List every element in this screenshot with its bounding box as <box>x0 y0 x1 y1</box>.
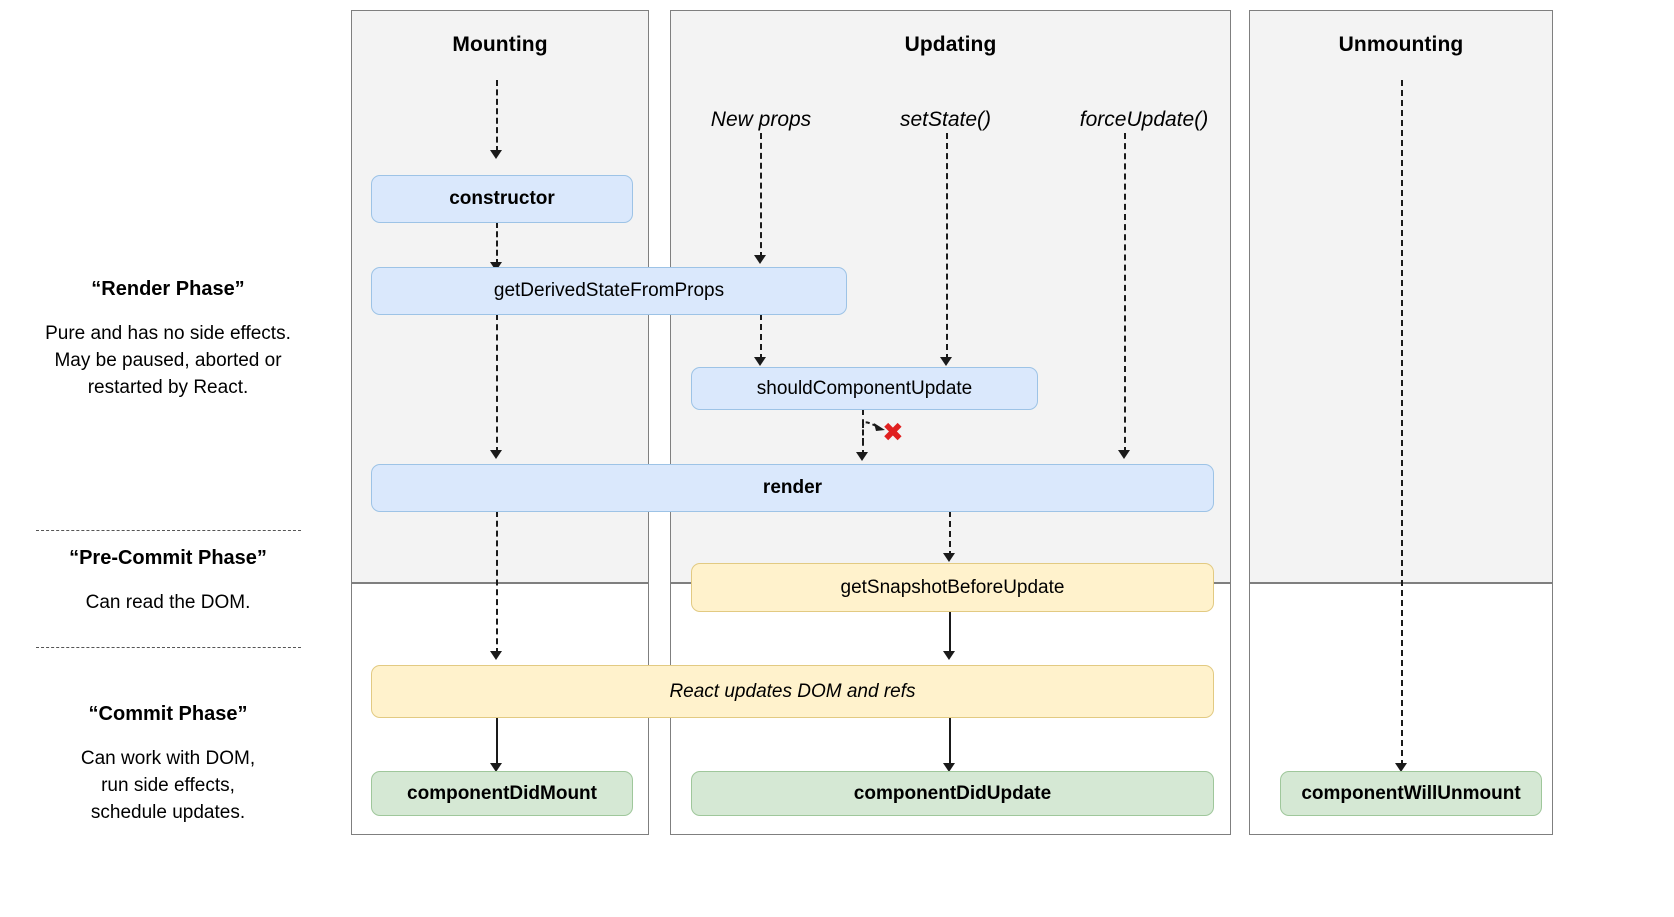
phase-pre-commit-title: “Pre-Commit Phase” <box>69 547 267 569</box>
node-component-will-unmount[interactable]: componentWillUnmount <box>1280 771 1542 816</box>
phase-render-description: Pure and has no side effects. May be pau… <box>45 323 291 398</box>
node-should-component-update[interactable]: shouldComponentUpdate <box>691 367 1038 410</box>
node-component-did-update[interactable]: componentDidUpdate <box>691 771 1214 816</box>
connector-set-state-to-scu <box>946 133 948 360</box>
skip-render-x-icon: ✖ <box>882 418 904 448</box>
trigger-set-state: setState() <box>899 108 992 131</box>
connector-new-props-to-gdsfp <box>760 133 762 258</box>
connector-render-to-dom-mounting <box>496 511 498 654</box>
phase-divider-render-precommit <box>36 530 301 531</box>
arrowhead-to-render-mounting <box>490 450 502 459</box>
arrowhead-to-dom-mounting <box>490 651 502 660</box>
arrowhead-to-did-mount <box>490 763 502 772</box>
trigger-new-props: New props <box>710 108 812 131</box>
node-react-updates-dom-and-refs[interactable]: React updates DOM and refs <box>371 665 1214 718</box>
node-get-snapshot-before-update[interactable]: getSnapshotBeforeUpdate <box>691 563 1214 612</box>
arrowhead-to-will-unmount <box>1395 763 1407 772</box>
connector-mounting-start <box>496 80 498 152</box>
arrowhead-to-did-update <box>943 763 955 772</box>
arrowhead-to-snapshot <box>943 553 955 562</box>
connector-gdsfp-to-scu <box>760 314 762 360</box>
connector-dom-to-did-mount <box>496 717 498 766</box>
connector-constructor-to-gdsfp <box>496 222 498 265</box>
node-constructor[interactable]: constructor <box>371 175 633 223</box>
phase-pre-commit-description: Can read the DOM. <box>85 592 251 613</box>
connector-snapshot-to-dom <box>949 611 951 654</box>
phase-render-title: “Render Phase” <box>91 278 245 300</box>
connector-dom-to-did-update <box>949 717 951 766</box>
column-title-updating: Updating <box>904 33 997 56</box>
node-render[interactable]: render <box>371 464 1214 512</box>
phase-render: “Render Phase” Pure and has no side effe… <box>18 278 318 402</box>
arrowhead-to-scu-from-gdsfp <box>754 357 766 366</box>
phase-commit-description: Can work with DOM, run side effects, sch… <box>80 748 256 823</box>
connector-force-update-to-render <box>1124 133 1126 453</box>
arrowhead-to-render-updating <box>856 452 868 461</box>
arrowhead-to-scu-from-set-state <box>940 357 952 366</box>
connector-render-to-snapshot <box>949 511 951 557</box>
arrowhead-to-dom-updating <box>943 651 955 660</box>
arrowhead-new-props-to-gdsfp <box>754 255 766 264</box>
phase-pre-commit: “Pre-Commit Phase” Can read the DOM. <box>18 547 318 617</box>
connector-gdsfp-to-render <box>496 314 498 453</box>
node-get-derived-state-from-props[interactable]: getDerivedStateFromProps <box>371 267 847 315</box>
arrowhead-to-gdsfp <box>490 262 502 271</box>
arrowhead-to-render-force-update <box>1118 450 1130 459</box>
skip-render-branch-arrow <box>862 421 885 442</box>
column-title-mounting: Mounting <box>452 33 548 56</box>
node-component-did-mount[interactable]: componentDidMount <box>371 771 633 816</box>
arrowhead-to-constructor <box>490 150 502 159</box>
phase-commit-title: “Commit Phase” <box>88 703 248 725</box>
column-title-unmounting: Unmounting <box>1338 33 1464 56</box>
phase-commit: “Commit Phase” Can work with DOM, run si… <box>18 703 318 827</box>
phase-divider-precommit-commit <box>36 647 301 648</box>
trigger-force-update: forceUpdate() <box>1079 108 1209 131</box>
connector-unmounting <box>1401 80 1403 766</box>
